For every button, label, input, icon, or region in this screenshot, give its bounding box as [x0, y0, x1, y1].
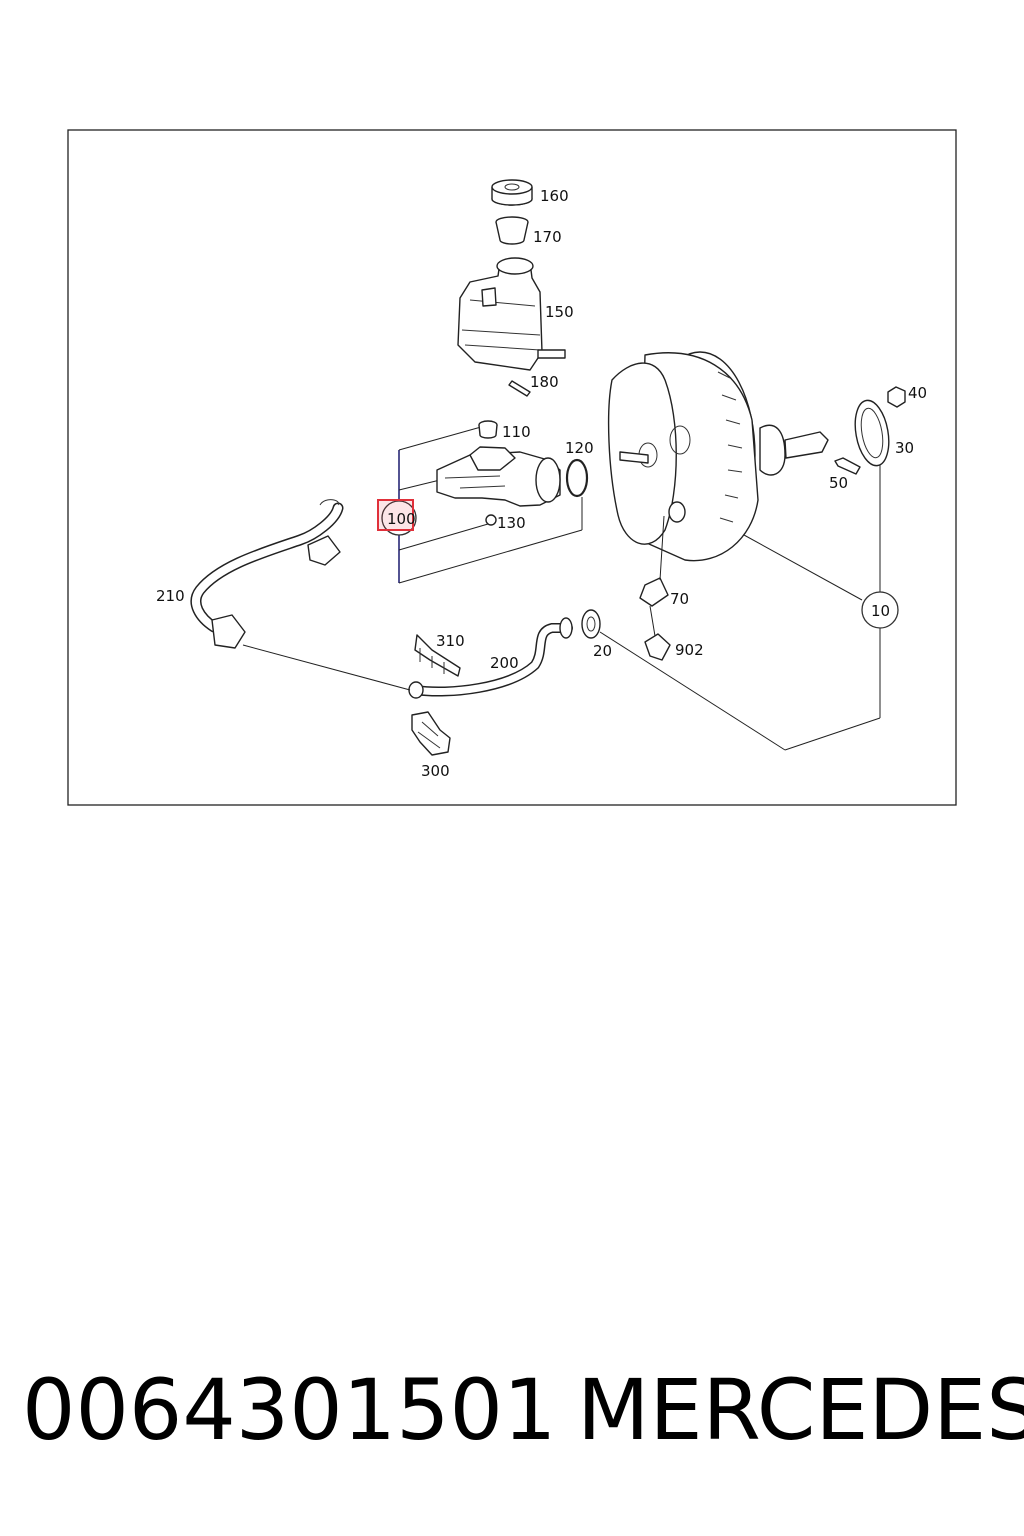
part-vacuum-hose-210[interactable]	[190, 499, 344, 649]
brand-name: MERCEDES	[577, 1361, 1024, 1459]
part-gasket[interactable]	[851, 398, 894, 469]
part-brake-fluid-reservoir[interactable]	[457, 257, 566, 371]
part-o-ring[interactable]	[565, 458, 589, 498]
label-130: 130	[497, 514, 526, 532]
highlight-box-100	[377, 499, 414, 531]
part-nut-40[interactable]	[887, 386, 906, 408]
label-160: 160	[540, 187, 569, 205]
label-902: 902	[675, 641, 704, 659]
label-200: 200	[490, 654, 519, 672]
label-100[interactable]: 100	[387, 510, 416, 528]
label-10: 10	[871, 602, 890, 620]
callout-circle-10	[861, 591, 899, 629]
part-clip-310[interactable]	[414, 634, 461, 677]
label-50: 50	[829, 474, 848, 492]
label-300: 300	[421, 762, 450, 780]
part-grommet[interactable]	[478, 420, 498, 439]
label-180: 180	[530, 373, 559, 391]
part-pin[interactable]	[508, 380, 531, 397]
part-connector[interactable]	[644, 605, 671, 661]
label-210: 210	[156, 587, 185, 605]
label-20: 20	[593, 642, 612, 660]
leader-lines	[242, 465, 881, 751]
part-bolt[interactable]	[834, 457, 861, 475]
part-brake-booster[interactable]	[607, 351, 829, 562]
part-nut[interactable]	[485, 514, 497, 526]
label-170: 170	[533, 228, 562, 246]
label-110: 110	[502, 423, 531, 441]
part-vacuum-line-200[interactable]	[408, 617, 573, 699]
part-master-cylinder[interactable]	[436, 446, 561, 507]
label-310: 310	[436, 632, 465, 650]
label-150: 150	[545, 303, 574, 321]
part-sensor[interactable]	[639, 515, 669, 607]
label-40: 40	[908, 384, 927, 402]
label-30: 30	[895, 439, 914, 457]
part-number: 0064301501	[22, 1361, 557, 1459]
part-reservoir-cap[interactable]	[491, 179, 533, 206]
part-strainer[interactable]	[495, 216, 529, 245]
part-holder-300[interactable]	[411, 711, 451, 756]
label-70: 70	[670, 590, 689, 608]
label-120: 120	[565, 439, 594, 457]
part-grommet-20[interactable]	[581, 609, 601, 639]
